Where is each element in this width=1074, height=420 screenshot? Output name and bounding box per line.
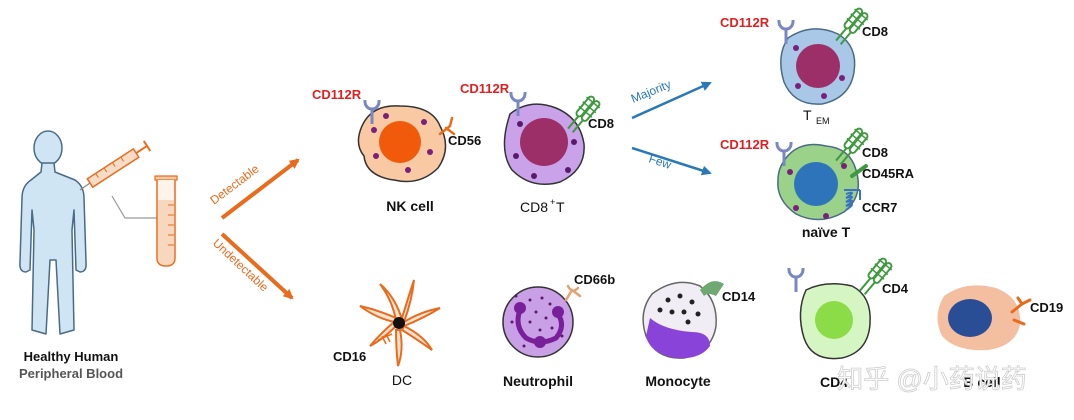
cd8-t-cell bbox=[503, 90, 604, 185]
cd56-receptor-icon bbox=[438, 116, 456, 136]
tem-cd8-label: CD8 bbox=[862, 24, 888, 39]
arrow-few bbox=[631, 146, 712, 176]
subject-title: Healthy Human bbox=[24, 349, 119, 364]
nk-cd56-label: CD56 bbox=[448, 133, 481, 148]
human-body-icon bbox=[19, 130, 87, 335]
ccr7-receptor-icon bbox=[844, 189, 861, 211]
tem-cd112r-label: CD112R bbox=[720, 15, 770, 30]
cd66b-receptor-icon bbox=[564, 284, 582, 302]
naive-cd8-label: CD8 bbox=[862, 145, 888, 160]
watermark: 知乎 @小药说药 bbox=[837, 364, 1027, 394]
b-cell bbox=[937, 285, 1032, 351]
naive-cd45ra-label: CD45RA bbox=[862, 166, 915, 181]
dc-label: DC bbox=[392, 372, 412, 388]
cd8t-label-sup: + bbox=[550, 197, 555, 207]
monocyte-cell bbox=[642, 281, 724, 359]
monocyte-label: Monocyte bbox=[645, 373, 711, 389]
nk-cell-label: NK cell bbox=[386, 198, 433, 214]
dc-cd16-label: CD16 bbox=[333, 349, 366, 364]
neutrophil-label: Neutrophil bbox=[503, 373, 573, 389]
cd16-receptor-icon bbox=[377, 333, 393, 345]
label-undetectable: Undetectable bbox=[210, 236, 272, 295]
subject-subtitle: Peripheral Blood bbox=[19, 366, 123, 381]
syringe-icon bbox=[79, 140, 152, 191]
bcell-label: B cell bbox=[963, 374, 1000, 390]
arrow-majority bbox=[631, 81, 712, 120]
cd4t-cd4-label: CD4 bbox=[882, 281, 909, 296]
arrow-detectable bbox=[220, 158, 300, 220]
neutrophil-cd66b-label: CD66b bbox=[574, 272, 615, 287]
tem-label-sub: EM bbox=[816, 116, 830, 126]
cd14-receptor-icon bbox=[700, 281, 724, 296]
cd112r-receptor-icon bbox=[787, 266, 805, 294]
neutrophil-cell bbox=[502, 284, 582, 358]
dc-cell bbox=[359, 279, 441, 367]
label-few: Few bbox=[647, 152, 673, 172]
tem-label-main: T bbox=[803, 107, 812, 123]
cd19-receptor-icon bbox=[1010, 296, 1032, 326]
bcell-cd19-label: CD19 bbox=[1030, 300, 1063, 315]
nk-cell bbox=[357, 98, 456, 183]
cd8t-label-tail: T bbox=[556, 199, 565, 215]
naive-t-cell bbox=[775, 125, 872, 221]
cd8t-label-main: CD8 bbox=[520, 199, 548, 215]
naive-t-label: naïve T bbox=[802, 224, 851, 240]
cd8t-cd8-label: CD8 bbox=[588, 116, 614, 131]
cd4-t-cell bbox=[787, 255, 896, 360]
naive-cd112r-label: CD112R bbox=[720, 137, 770, 152]
label-detectable: Detectable bbox=[207, 161, 262, 207]
connector-line bbox=[111, 195, 158, 219]
cd4t-label: CD4 bbox=[820, 374, 848, 390]
tem-cell bbox=[777, 5, 872, 105]
naive-ccr7-label: CCR7 bbox=[862, 200, 897, 215]
monocyte-cd14-label: CD14 bbox=[722, 289, 756, 304]
arrow-undetectable bbox=[220, 232, 294, 300]
test-tube-icon bbox=[154, 175, 178, 267]
cd45ra-receptor-icon bbox=[850, 164, 868, 178]
cd8t-cd112r-label: CD112R bbox=[460, 81, 510, 96]
nk-cd112r-label: CD112R bbox=[312, 87, 362, 102]
